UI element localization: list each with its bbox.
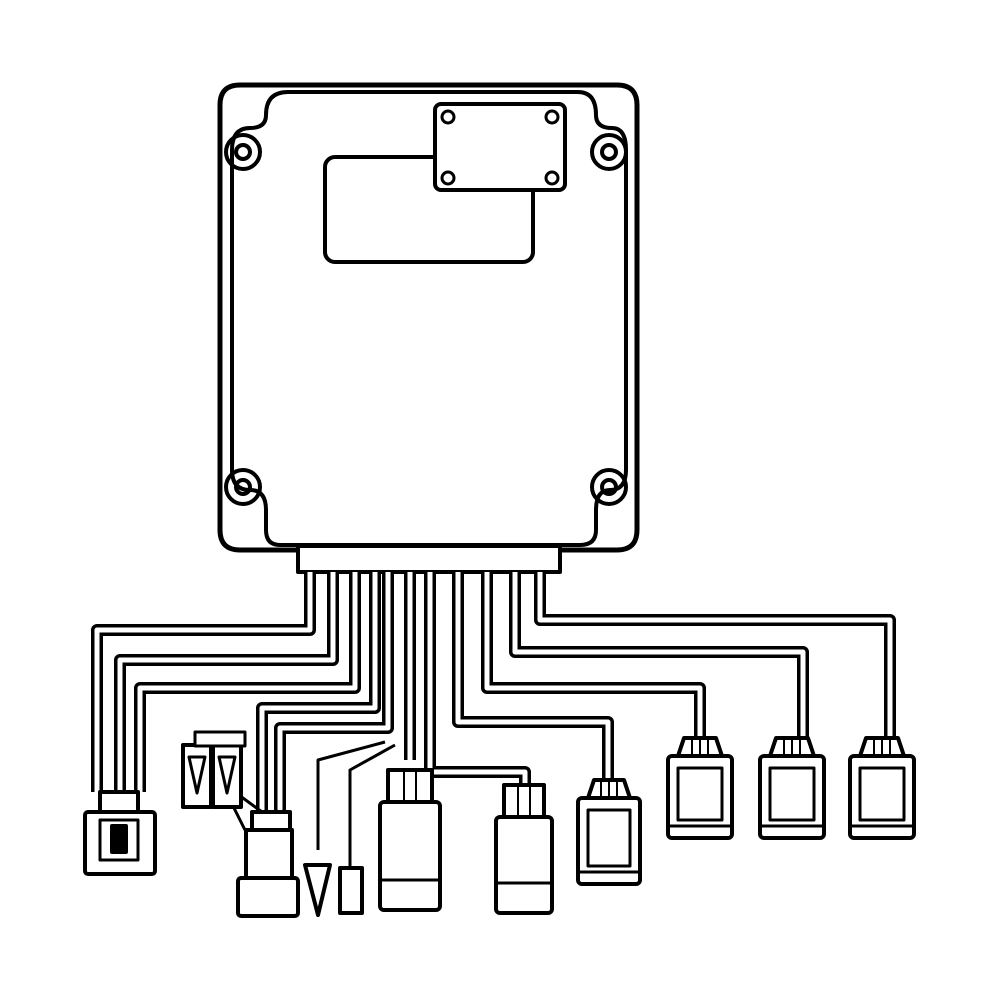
screw-icon [544, 109, 560, 125]
label-area [323, 155, 535, 264]
fuse-holder-icon [211, 743, 243, 809]
wire [256, 572, 381, 812]
wire [509, 572, 809, 738]
connector-icon [83, 790, 157, 876]
connector-icon [758, 736, 826, 840]
mounting-hole-icon [590, 133, 628, 171]
inline-connector-icon [494, 783, 554, 915]
mounting-hole-icon [224, 133, 262, 171]
inline-connector-icon [378, 768, 442, 912]
spade-terminal-icon [303, 863, 332, 917]
wire [424, 572, 531, 785]
harness-connector-strip [296, 544, 562, 574]
screw-icon [440, 109, 456, 125]
housing-flange [217, 82, 640, 553]
fuse-holder-icon [181, 743, 213, 809]
mounting-hole-center [234, 478, 252, 496]
wire [274, 572, 394, 812]
mounting-hole-icon [224, 468, 262, 506]
wire [452, 572, 614, 780]
mounting-hole-center [234, 143, 252, 161]
wire [134, 572, 361, 792]
access-cover [433, 102, 567, 192]
mounting-hole-icon [590, 468, 628, 506]
cover-screws [440, 109, 560, 186]
wire [114, 572, 339, 792]
wiring-harness [91, 572, 896, 868]
wire [481, 572, 706, 738]
connector-icon [236, 810, 300, 918]
connector-icon [848, 736, 916, 840]
terminal-icon [338, 866, 364, 915]
thin-wire [316, 740, 386, 850]
thin-wire [348, 743, 396, 868]
fuse-bracket [193, 730, 247, 748]
screw-icon [544, 170, 560, 186]
connectors [83, 730, 916, 918]
connector-icon [576, 778, 642, 886]
mounting-hole-center [600, 478, 618, 496]
connector-icon [666, 736, 734, 840]
mounting-holes [224, 133, 628, 506]
module-housing [217, 82, 640, 574]
housing-body [230, 90, 628, 547]
wire [534, 572, 896, 738]
wire [91, 572, 316, 792]
screw-icon [440, 170, 456, 186]
mounting-hole-center [600, 143, 618, 161]
